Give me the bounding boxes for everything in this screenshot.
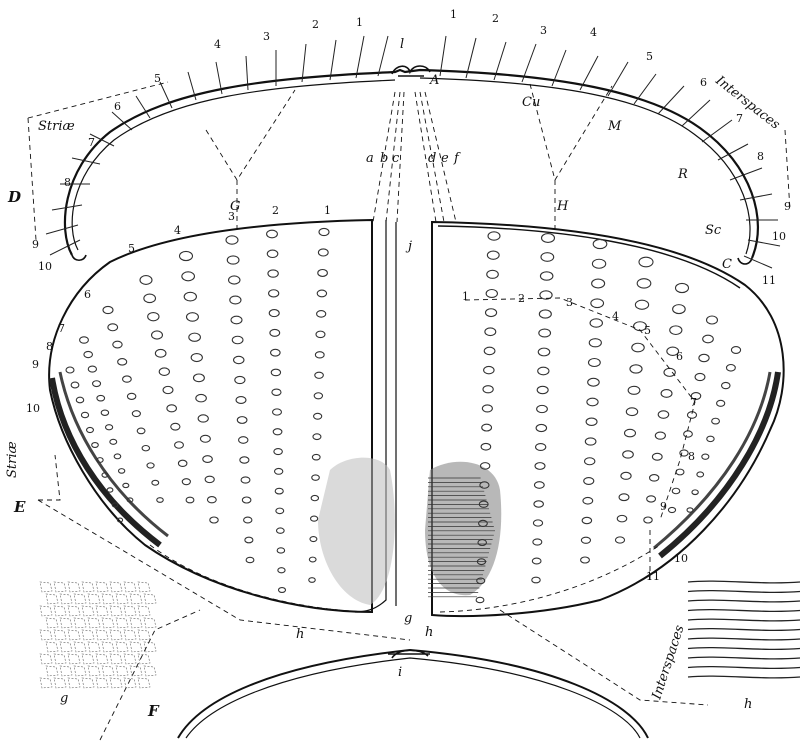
label-h-inset: h bbox=[744, 697, 752, 712]
stria-number-top-left-8: 8 bbox=[64, 176, 71, 189]
stria-number-left-elytron-6: 6 bbox=[84, 288, 91, 301]
stria-number-top-right-9: 9 bbox=[784, 200, 791, 213]
label-h-left: h bbox=[296, 627, 304, 642]
inset-right-striations bbox=[688, 581, 800, 678]
stria-number-left-elytron-2: 2 bbox=[272, 204, 279, 217]
stria-number-top-right-2: 2 bbox=[492, 12, 499, 25]
stria-number-top-left-10: 10 bbox=[38, 260, 52, 273]
label-g-mid: g bbox=[404, 611, 412, 626]
stria-number-top-right-6: 6 bbox=[700, 76, 707, 89]
stria-number-right-elytron-4: 4 bbox=[612, 310, 619, 323]
stria-number-left-elytron-5: 5 bbox=[128, 242, 135, 255]
stria-number-right-elytron-10: 10 bbox=[674, 552, 688, 565]
stria-number-top-left-6: 6 bbox=[114, 100, 121, 113]
stria-number-left-elytron-10: 10 bbox=[26, 402, 40, 415]
cross-section-top bbox=[46, 36, 780, 268]
label-i: i bbox=[398, 665, 402, 680]
panel-label-f: F bbox=[147, 702, 160, 720]
stria-number-top-right-3: 3 bbox=[540, 24, 547, 37]
stria-number-top-left-2: 2 bbox=[312, 18, 319, 31]
label-l: l bbox=[400, 37, 404, 52]
stria-number-left-elytron-9: 9 bbox=[32, 358, 39, 371]
stria-number-top-right-5: 5 bbox=[646, 50, 653, 63]
cross-section-bottom bbox=[178, 650, 648, 738]
stria-number-right-elytron-9: 9 bbox=[660, 500, 667, 513]
inset-left-microstructure bbox=[35, 578, 156, 690]
label-M: M bbox=[607, 119, 622, 134]
stria-number-top-left-5: 5 bbox=[154, 72, 161, 85]
label-A: A bbox=[429, 73, 439, 88]
label-Cu: Cu bbox=[522, 95, 540, 110]
stria-number-top-right-10: 10 bbox=[772, 230, 786, 243]
label-g-inset: g bbox=[60, 691, 68, 706]
label-d: d bbox=[428, 151, 436, 166]
stria-number-right-elytron-7: 7 bbox=[690, 396, 697, 409]
stria-number-left-elytron-7: 7 bbox=[58, 322, 65, 335]
stria-number-right-elytron-2: 2 bbox=[518, 292, 525, 305]
stria-number-top-left-9: 9 bbox=[32, 238, 39, 251]
label-c: c bbox=[392, 151, 400, 166]
label-striae-top: Striæ bbox=[38, 119, 75, 134]
stria-number-right-elytron-3: 3 bbox=[566, 296, 573, 309]
stria-number-top-right-1: 1 bbox=[450, 8, 457, 21]
stria-number-top-right-4: 4 bbox=[590, 26, 597, 39]
label-f: f bbox=[453, 151, 461, 166]
label-e: e bbox=[441, 151, 449, 166]
label-j: j bbox=[405, 239, 412, 254]
label-interspaces-bottom: Interspaces bbox=[649, 623, 687, 702]
stria-number-right-elytron-5: 5 bbox=[644, 324, 651, 337]
stria-number-top-left-3: 3 bbox=[263, 30, 270, 43]
stria-number-right-elytron-6: 6 bbox=[676, 350, 683, 363]
stria-number-top-right-11: 11 bbox=[762, 274, 776, 287]
label-C: C bbox=[722, 257, 732, 272]
stria-number-right-elytron-8: 8 bbox=[688, 450, 695, 463]
label-interspaces-top: Interspaces bbox=[712, 73, 783, 133]
stria-number-top-left-7: 7 bbox=[88, 136, 95, 149]
stria-number-left-elytron-3: 3 bbox=[228, 210, 235, 223]
stria-number-left-elytron-8: 8 bbox=[46, 340, 53, 353]
stria-number-right-elytron-1: 1 bbox=[462, 290, 469, 303]
label-Sc: Sc bbox=[705, 223, 722, 238]
stria-number-left-elytron-4: 4 bbox=[174, 224, 181, 237]
label-b: b bbox=[380, 151, 388, 166]
stria-number-top-right-8: 8 bbox=[757, 150, 764, 163]
punctures-rows bbox=[66, 228, 741, 612]
stria-number-left-elytron-1: 1 bbox=[324, 204, 331, 217]
stria-number-top-left-4: 4 bbox=[214, 38, 221, 51]
stria-number-top-left-1: 1 bbox=[356, 16, 363, 29]
panel-label-e: E bbox=[13, 498, 26, 516]
stria-number-top-right-7: 7 bbox=[736, 112, 743, 125]
label-h-mid: h bbox=[425, 625, 433, 640]
label-striae-side: Striæ bbox=[5, 441, 20, 478]
panel-label-d: D bbox=[7, 188, 21, 206]
label-R: R bbox=[677, 167, 688, 182]
label-a: a bbox=[366, 151, 374, 166]
label-H: H bbox=[556, 199, 569, 214]
stria-number-right-elytron-11: 11 bbox=[646, 570, 660, 583]
